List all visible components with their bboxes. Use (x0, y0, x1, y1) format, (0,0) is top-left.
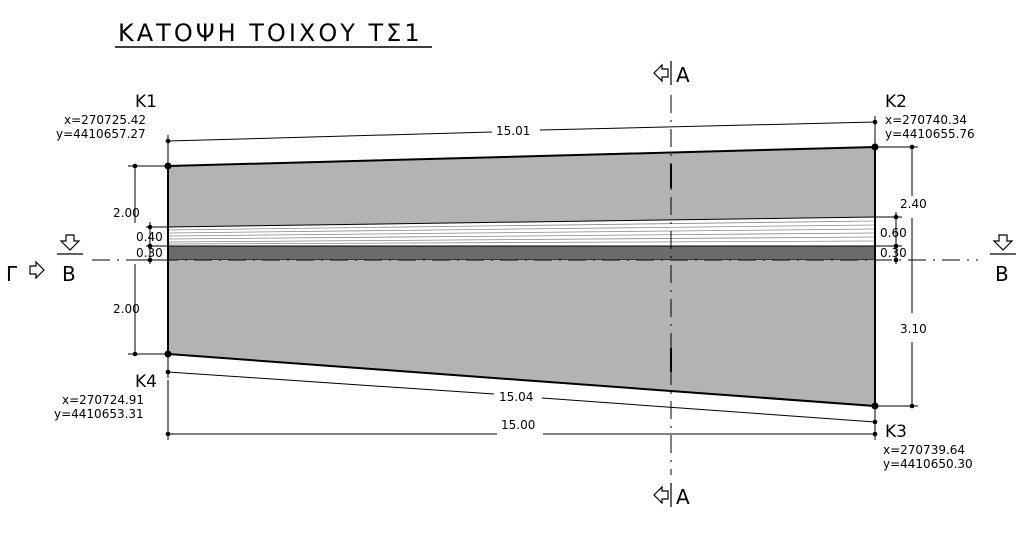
hatch-lines (167, 220, 876, 245)
layer-boundary-line (167, 216, 876, 228)
section-marker-a-top: A (653, 61, 690, 87)
dim-bottom-total-label: 15.00 (501, 418, 535, 432)
dim-bottom-slanted-label: 15.04 (499, 390, 533, 404)
arrow-right-icon (29, 260, 45, 280)
dim-right-bottom-label: 3.10 (900, 322, 927, 336)
wall-hatched-layer (168, 217, 875, 246)
point-name: K2 (885, 92, 907, 112)
section-label-a-top: A (676, 63, 690, 87)
point-x-coord: x=270740.34 (885, 113, 967, 127)
dim-left-top-label: 2.00 (113, 206, 140, 220)
corner-k4-label: K4 x=270724.91 y=4410653.31 (54, 372, 157, 421)
point-x-coord: x=270724.91 (62, 393, 144, 407)
dim-left-layer1-label: 0.40 (136, 230, 163, 244)
corner-k2-label: K2 x=270740.34 y=4410655.76 (885, 92, 975, 141)
point-y-coord: y=4410655.76 (885, 127, 975, 141)
point-y-coord: y=4410653.31 (54, 407, 144, 421)
corner-k1-label: K1 x=270725.42 y=4410657.27 (56, 92, 157, 141)
point-name: K3 (885, 422, 907, 442)
arrow-left-icon (653, 485, 669, 505)
point-x-coord: x=270725.42 (64, 113, 146, 127)
point-y-coord: y=4410657.27 (56, 127, 146, 141)
section-label-gamma: Γ (6, 262, 18, 286)
section-label-a-bottom: A (676, 485, 690, 509)
dim-right-chain: 2.40 0.60 0.30 3.10 (875, 144, 927, 409)
dim-left-bottom-label: 2.00 (113, 302, 140, 316)
drawing-title: ΚΑΤΟΨΗ ΤΟΙΧΟΥ ΤΣ1 (118, 19, 423, 47)
point-x-coord: x=270739.64 (883, 443, 965, 457)
dim-bottom-total: 15.00 (165, 380, 878, 440)
point-y-coord: y=4410650.30 (883, 457, 973, 471)
point-name: K1 (135, 92, 157, 112)
dim-top-length: 15.01 (165, 116, 878, 164)
dim-top-length-label: 15.01 (496, 124, 530, 138)
wall-upper-zone (168, 147, 875, 227)
section-marker-b-right: B (990, 234, 1016, 286)
arrow-left-icon (653, 63, 669, 83)
dim-left-chain: 2.00 0.40 0.30 2.00 (113, 163, 168, 357)
corner-k3-label: K3 x=270739.64 y=4410650.30 (883, 422, 973, 471)
dim-right-layer2-label: 0.30 (880, 246, 907, 260)
wall-dark-band (167, 245, 876, 261)
dim-right-top-label: 2.40 (900, 197, 927, 211)
section-marker-gamma: Γ (6, 260, 45, 286)
point-name: K4 (135, 372, 157, 392)
section-marker-a-bottom: A (653, 483, 690, 509)
section-label-b-right: B (995, 262, 1009, 286)
section-marker-b-left: B (57, 234, 83, 286)
section-label-b-left: B (62, 262, 76, 286)
wall-lower-zone (168, 260, 875, 406)
dim-right-layer1-label: 0.60 (880, 226, 907, 240)
dim-left-layer2-label: 0.30 (136, 246, 163, 260)
arrow-up-icon (992, 234, 1014, 251)
arrow-up-icon (59, 234, 81, 251)
